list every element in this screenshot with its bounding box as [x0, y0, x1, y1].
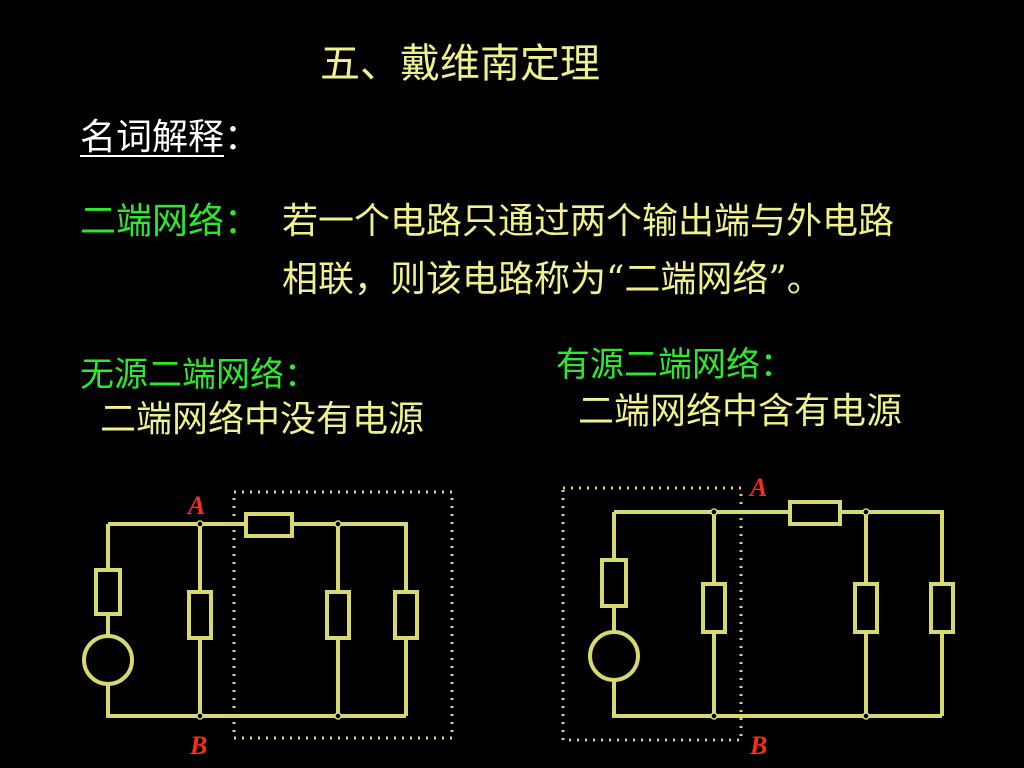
node [862, 508, 870, 516]
top-wire-right [292, 522, 408, 592]
node [862, 712, 870, 720]
passive-terminal-b-label: B [189, 731, 207, 760]
series-resistor [244, 512, 294, 538]
active-terminal-b-label: B [749, 731, 767, 760]
definition-line-1: 若一个电路只通过两个输出端与外电路 [282, 201, 895, 242]
terminal-node-a [196, 520, 204, 528]
source-resistor [600, 558, 628, 608]
shunt-resistor [325, 590, 351, 640]
voltage-source-icon [588, 630, 640, 682]
node [334, 712, 342, 720]
term-two-terminal-network: 二端网络： [80, 201, 261, 242]
shunt-resistor [187, 590, 213, 640]
definition-line-2: 相联，则该电路称为“二端网络”。 [282, 259, 823, 300]
node [710, 712, 718, 720]
source-resistor [94, 568, 122, 616]
passive-network-circuit [82, 490, 454, 740]
terminal-node-b [196, 712, 204, 720]
series-resistor [788, 500, 842, 526]
bottom-wire [612, 680, 942, 718]
passive-terminal-a-label: A [186, 491, 205, 520]
shunt-resistor [853, 582, 879, 634]
node [710, 508, 718, 516]
active-terminal-a-label: A [748, 473, 767, 502]
passive-network-heading: 无源二端网络： [80, 355, 318, 395]
shunt-resistor [701, 582, 727, 634]
voltage-source-icon [82, 634, 134, 686]
active-network-heading: 有源二端网络： [556, 345, 794, 385]
load-resistor [929, 582, 955, 634]
glossary-label: 名词解释 [80, 117, 225, 158]
top-wire-right [840, 510, 944, 584]
passive-network-description: 二端网络中没有电源 [100, 399, 425, 440]
glossary-colon: ： [224, 117, 261, 158]
node [334, 520, 342, 528]
glossary-heading: 名词解释： [80, 120, 260, 156]
slide-title: 五、戴维南定理 [320, 41, 600, 87]
load-resistor [393, 590, 419, 640]
active-network-circuit [561, 486, 955, 742]
active-network-description: 二端网络中含有电源 [578, 391, 903, 432]
bottom-wire [106, 684, 406, 718]
active-network-boundary [561, 486, 743, 742]
